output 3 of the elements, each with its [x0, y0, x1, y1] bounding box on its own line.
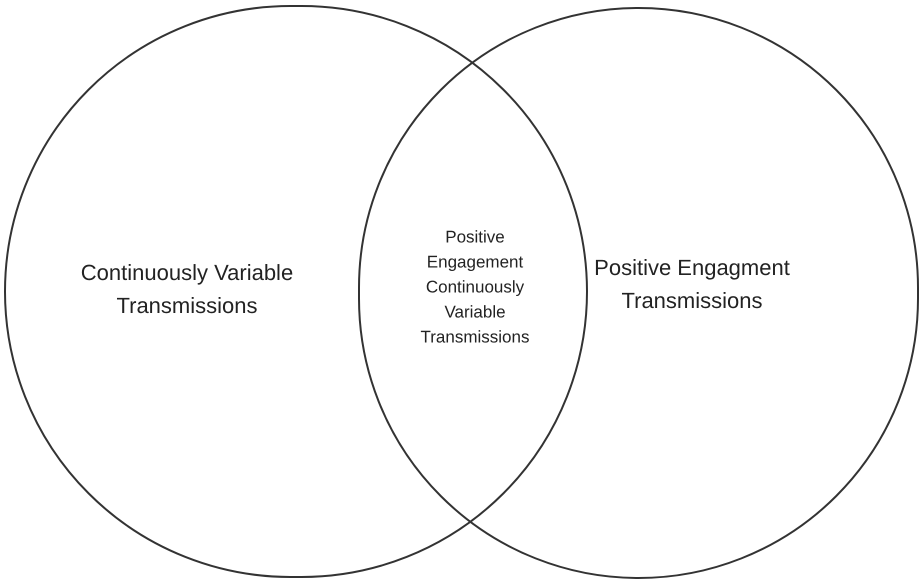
venn-label: Continuously Variable Transmissions [80, 259, 294, 320]
venn-label: Positive Engagment Transmissions [593, 254, 791, 315]
venn-label: Positive Engagement Continuously Variable Transmissions [420, 226, 530, 348]
